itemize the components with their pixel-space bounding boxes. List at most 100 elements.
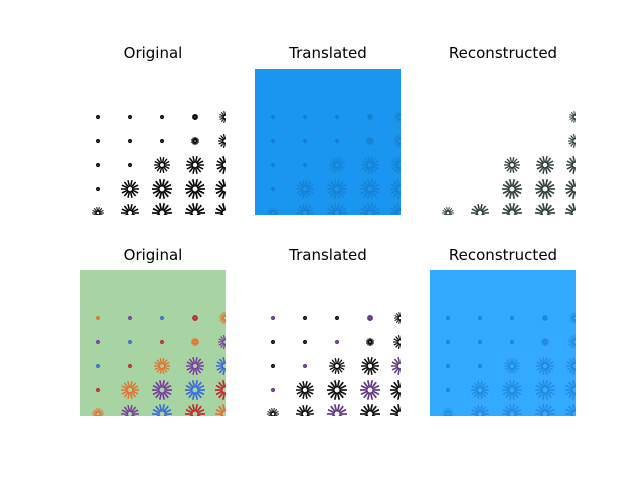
flower-mark [296, 405, 314, 416]
flower-mark [152, 404, 172, 416]
flower-mark [566, 156, 576, 174]
flower-mark [334, 138, 340, 144]
flower-mark [215, 380, 226, 400]
flower-mark [390, 203, 401, 215]
flower-mark [127, 162, 133, 168]
flower-mark [219, 111, 226, 123]
flower-mark [185, 203, 205, 215]
flower-mark [391, 357, 401, 375]
flower-mark [504, 358, 520, 374]
flower-mark [535, 203, 555, 215]
flower-mark [152, 179, 172, 199]
flower-mark [270, 186, 276, 192]
flower-mark [215, 203, 226, 215]
flower-mark [565, 380, 576, 400]
flower-mark [535, 380, 555, 400]
flower-mark [270, 138, 276, 144]
flower-mark [360, 380, 380, 400]
flower-mark [302, 363, 308, 369]
flower-mark [504, 157, 520, 173]
flower-mark [477, 339, 483, 345]
image-background [80, 270, 226, 416]
flower-mark [360, 203, 380, 215]
image-background [430, 270, 576, 416]
flower-mark [442, 408, 454, 416]
flower-mark [334, 114, 340, 120]
flower-mark [390, 404, 401, 416]
flower-mark [267, 408, 279, 416]
flower-mark [121, 381, 139, 399]
panel-title-r2c1: Original [123, 246, 183, 264]
flower-mark [215, 179, 226, 199]
flower-mark [445, 315, 451, 321]
flower-mark [95, 339, 101, 345]
flower-mark [92, 408, 104, 416]
flower-mark [502, 404, 522, 416]
flower-mark [502, 179, 522, 199]
flower-mark [390, 380, 401, 400]
image-translated-blue [255, 69, 401, 215]
flower-mark [302, 315, 308, 321]
flower-mark [394, 312, 401, 324]
flower-mark [152, 203, 172, 215]
flower-mark [92, 207, 104, 215]
flower-mark [366, 136, 374, 146]
flower-mark [360, 179, 380, 199]
flower-mark [216, 357, 226, 375]
flower-mark [121, 180, 139, 198]
flower-mark [185, 404, 205, 416]
flower-mark [509, 339, 515, 345]
image-background [80, 69, 226, 215]
flower-mark [95, 114, 101, 120]
flower-mark [218, 335, 226, 349]
flower-mark [391, 156, 401, 174]
flower-mark [334, 315, 340, 321]
flower-mark [296, 381, 314, 399]
flower-mark [445, 387, 451, 393]
flower-mark [152, 380, 172, 400]
flower-mark [565, 404, 576, 416]
flower-mark [329, 157, 345, 173]
flower-mark [393, 134, 401, 148]
flower-mark [360, 404, 380, 416]
flower-mark [296, 204, 314, 215]
flower-mark [442, 207, 454, 215]
image-background [255, 270, 401, 416]
image-background [430, 69, 576, 215]
flower-mark [95, 162, 101, 168]
flower-mark [121, 405, 139, 416]
flower-mark [502, 203, 522, 215]
flower-mark [535, 404, 555, 416]
flower-mark [477, 363, 483, 369]
flower-mark [565, 179, 576, 199]
flower-mark [565, 203, 576, 215]
image-original-green [80, 270, 226, 416]
flower-mark [270, 114, 276, 120]
flower-mark [270, 315, 276, 321]
flower-mark [568, 335, 576, 349]
flower-mark [535, 179, 555, 199]
flower-mark [471, 381, 489, 399]
flower-mark [296, 180, 314, 198]
flower-mark [536, 357, 554, 375]
flower-mark [327, 203, 347, 215]
flower-mark [367, 113, 373, 121]
flower-mark [154, 157, 170, 173]
flower-mark [390, 179, 401, 199]
flower-mark [218, 134, 226, 148]
flower-mark [393, 335, 401, 349]
flower-mark [302, 339, 308, 345]
flower-mark [566, 357, 576, 375]
flower-mark [445, 363, 451, 369]
image-original-binary [80, 69, 226, 215]
image-translated-binary-color [255, 270, 401, 416]
image-background [255, 69, 401, 215]
flower-mark [267, 207, 279, 215]
flower-mark [327, 179, 347, 199]
flower-mark [270, 339, 276, 345]
flower-mark [95, 138, 101, 144]
flower-mark [159, 315, 165, 321]
flower-mark [127, 363, 133, 369]
flower-mark [502, 380, 522, 400]
flower-mark [191, 136, 199, 146]
